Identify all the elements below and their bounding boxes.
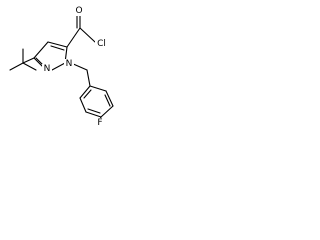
- label-background: [42, 64, 52, 74]
- label-background: [95, 118, 105, 128]
- bond: [105, 90, 114, 107]
- double-bond-inner: [104, 94, 111, 107]
- bond: [79, 27, 96, 43]
- oxygen-label: O: [75, 6, 82, 16]
- bond: [33, 41, 49, 59]
- fluorine-label: F: [97, 118, 102, 128]
- bond: [51, 62, 66, 71]
- label-background: [74, 6, 84, 16]
- bond: [22, 62, 37, 71]
- bond: [85, 111, 102, 118]
- bond: [9, 62, 24, 71]
- carbonyl-chloride-group: [66, 15, 96, 48]
- double-bond-inner: [87, 108, 101, 114]
- nitrogen-label-1: N: [66, 59, 73, 69]
- nitrogen-label-2: N: [44, 64, 51, 74]
- double-bond-inner: [83, 89, 92, 99]
- label-background: [64, 59, 74, 69]
- bond: [79, 85, 91, 99]
- chemical-structure: O Cl N N F: [9, 6, 114, 128]
- double-bond-inner: [50, 45, 65, 51]
- double-bond-inner: [35, 57, 43, 65]
- label-background: [95, 39, 108, 49]
- bond: [86, 69, 91, 87]
- bond: [47, 41, 68, 48]
- fluorophenyl-ring: [79, 85, 114, 120]
- tert-butyl-group: [9, 48, 37, 71]
- atom-labels: O Cl N N F: [42, 6, 108, 128]
- chlorine-label: Cl: [97, 39, 106, 49]
- bond: [66, 27, 81, 48]
- bond: [100, 105, 114, 118]
- bond: [79, 97, 87, 113]
- bond: [89, 85, 107, 92]
- bond: [22, 57, 35, 64]
